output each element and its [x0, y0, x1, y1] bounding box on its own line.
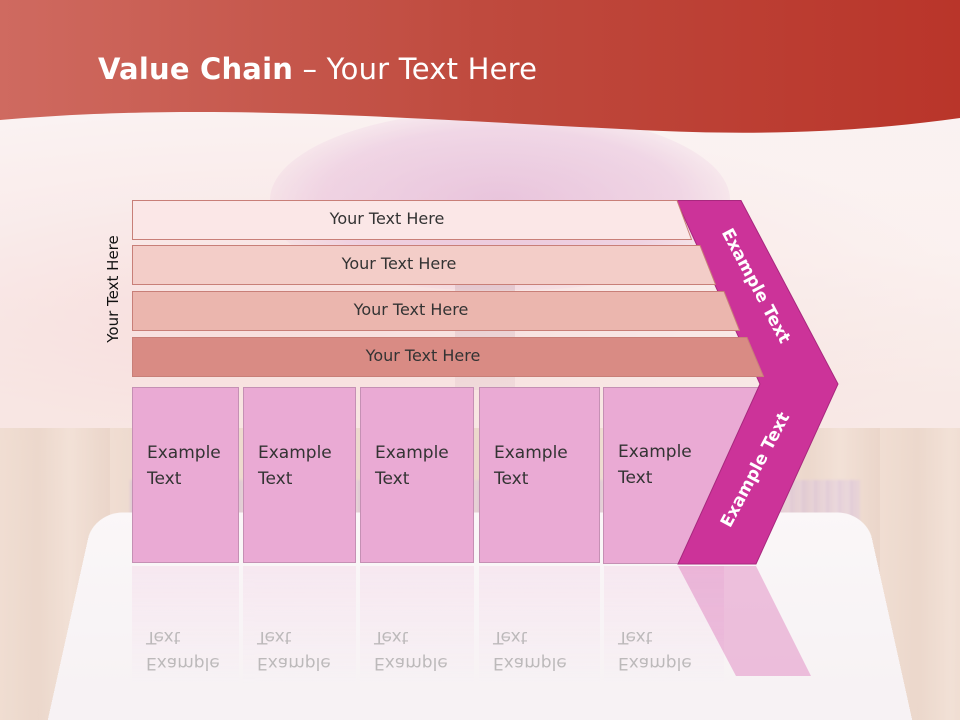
activity-box-3-line2: Text	[375, 469, 410, 489]
reflection-4-line1: Example	[493, 653, 567, 673]
support-row-2: Your Text Here	[132, 245, 716, 285]
reflection-2-line2: Text	[257, 627, 292, 647]
activity-box-4-line1: Example	[494, 443, 568, 463]
activity-box-1-line1: Example	[147, 443, 221, 463]
support-row-1-label: Your Text Here	[329, 209, 445, 228]
reflection-1-line2: Text	[146, 627, 181, 647]
support-row-1-shape	[132, 200, 692, 240]
activity-box-5-line1: Example	[618, 442, 692, 462]
margin-chevron	[676, 200, 839, 565]
activity-box-1-reflection: Example Text	[132, 566, 239, 686]
activity-box-5-line2: Text	[618, 468, 653, 488]
side-label: Your Text Here	[104, 235, 122, 343]
support-row-2-shape	[132, 245, 716, 285]
support-row-4-shape	[132, 337, 764, 377]
activity-box-2-line2: Text	[258, 469, 293, 489]
support-row-3: Your Text Here	[132, 291, 740, 331]
activity-box-5: Example Text	[604, 387, 724, 563]
activity-box-3-reflection: Example Text	[360, 566, 474, 686]
title-bold: Value Chain	[98, 52, 294, 86]
slide-title: Value Chain – Your Text Here	[98, 52, 537, 86]
reflection-1-line1: Example	[146, 653, 220, 673]
activity-box-4: Example Text	[479, 387, 600, 563]
reflection-3-line2: Text	[374, 627, 409, 647]
activity-box-2-line1: Example	[258, 443, 332, 463]
activity-box-1: Example Text	[132, 387, 239, 563]
reflection-2-line1: Example	[257, 653, 331, 673]
activity-box-4-line2: Text	[494, 469, 529, 489]
reflection-4-line2: Text	[493, 627, 528, 647]
activity-box-1-line2: Text	[147, 469, 182, 489]
activity-box-2-reflection: Example Text	[243, 566, 356, 686]
activity-box-3-line1: Example	[375, 443, 449, 463]
activity-box-2: Example Text	[243, 387, 356, 563]
activity-box-3: Example Text	[360, 387, 474, 563]
activity-box-4-reflection: Example Text	[479, 566, 600, 686]
support-row-2-label: Your Text Here	[341, 254, 457, 273]
support-row-3-label: Your Text Here	[353, 300, 469, 319]
reflection-3-line1: Example	[374, 653, 448, 673]
title-rest: – Your Text Here	[293, 52, 538, 86]
support-row-1: Your Text Here	[132, 200, 692, 240]
header-banner	[0, 0, 960, 133]
support-row-3-shape	[132, 291, 740, 331]
margin-chevron-reflection	[678, 566, 811, 676]
support-row-4: Your Text Here	[132, 337, 764, 377]
support-row-4-label: Your Text Here	[365, 346, 481, 365]
